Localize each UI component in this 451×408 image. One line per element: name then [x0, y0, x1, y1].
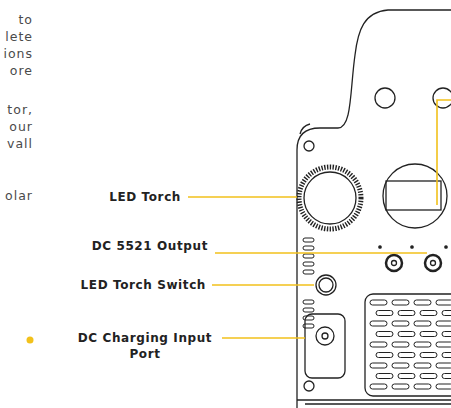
- grille-slot: [414, 342, 431, 347]
- body-text-fragment: our: [9, 119, 33, 136]
- handle-hole: [433, 88, 451, 108]
- grille-slot: [376, 374, 393, 379]
- leader-line: [222, 337, 305, 339]
- grille-slot: [398, 332, 415, 337]
- grille-slot: [398, 374, 415, 379]
- vent-slot: [303, 300, 314, 304]
- torch-switch: [316, 275, 336, 295]
- housing-top-edge: [300, 124, 310, 134]
- body-text-fragment: olar: [5, 188, 33, 205]
- body-text-fragment: ions: [3, 46, 33, 63]
- body-text-fragment: lete: [5, 29, 33, 46]
- grille-slot: [420, 311, 437, 316]
- grille-slot: [436, 384, 451, 389]
- grille-slot: [370, 363, 387, 368]
- grille-slot: [414, 300, 431, 305]
- grille-slot: [414, 321, 431, 326]
- leader-line: [215, 252, 427, 254]
- vent-slot: [303, 316, 314, 320]
- leader-line: [188, 196, 297, 198]
- vent-slot: [303, 254, 314, 258]
- dc-port-pin: [431, 261, 436, 266]
- grille-slot: [376, 311, 393, 316]
- vent-slot: [303, 238, 314, 242]
- body-text-fragment: tor,: [7, 102, 33, 119]
- grille-slot: [398, 353, 415, 358]
- grille-slot: [370, 321, 387, 326]
- screw: [304, 381, 314, 391]
- indicator-dot: [445, 246, 447, 248]
- part-label: DC Charging Input Port: [74, 330, 216, 362]
- part-label: LED Torch Switch: [81, 277, 206, 293]
- grille-slot: [392, 321, 409, 326]
- grille-slot: [414, 384, 431, 389]
- grille-slot: [398, 311, 415, 316]
- grille-slot: [392, 300, 409, 305]
- body-text-fragment: ore: [10, 63, 33, 80]
- vent-slot: [303, 262, 314, 266]
- screw: [304, 141, 314, 151]
- grille-slot: [442, 353, 451, 358]
- dc-port-pin: [392, 261, 397, 266]
- handle-hole: [375, 88, 395, 108]
- part-label: DC 5521 Output: [92, 238, 208, 254]
- charging-port-pin: [322, 333, 328, 339]
- housing-outline: [297, 10, 451, 408]
- dc-port: [386, 255, 402, 271]
- grille-slot: [436, 363, 451, 368]
- grille-slot: [442, 374, 451, 379]
- indicator-dot: [411, 246, 413, 248]
- torch-switch-cap: [319, 278, 333, 292]
- vent-slot: [303, 324, 314, 328]
- vent-slot: [303, 246, 314, 250]
- grille-slot: [420, 332, 437, 337]
- grille-slot: [392, 342, 409, 347]
- vent-slot: [303, 270, 314, 274]
- led-torch-ring: [299, 167, 361, 229]
- grille-slot: [436, 342, 451, 347]
- grille-slot: [442, 311, 451, 316]
- grille-slot: [392, 363, 409, 368]
- leader-line: [437, 100, 451, 205]
- grille-slot: [376, 332, 393, 337]
- grille-slot: [436, 300, 451, 305]
- dc-port: [425, 255, 441, 271]
- grille-slot: [420, 374, 437, 379]
- part-label: LED Torch: [109, 189, 181, 205]
- grille-slot: [442, 332, 451, 337]
- grille-slot: [392, 384, 409, 389]
- base-line: [297, 400, 451, 404]
- grille-slot: [370, 384, 387, 389]
- bullet-dot: [27, 337, 34, 344]
- vent-slot: [303, 308, 314, 312]
- leader-line: [212, 284, 314, 286]
- charging-port: [316, 327, 334, 345]
- body-text-fragment: to: [18, 12, 33, 29]
- display-screen: [386, 181, 441, 210]
- grille-slot: [414, 363, 431, 368]
- grille-slot: [420, 353, 437, 358]
- grille-slot: [376, 353, 393, 358]
- grille-slot: [436, 321, 451, 326]
- led-torch-lens: [304, 172, 356, 224]
- grille-slot: [370, 300, 387, 305]
- grille-slot: [370, 342, 387, 347]
- body-text-fragment: vall: [7, 136, 33, 153]
- indicator-dot: [379, 246, 381, 248]
- speaker-grille: [365, 294, 451, 396]
